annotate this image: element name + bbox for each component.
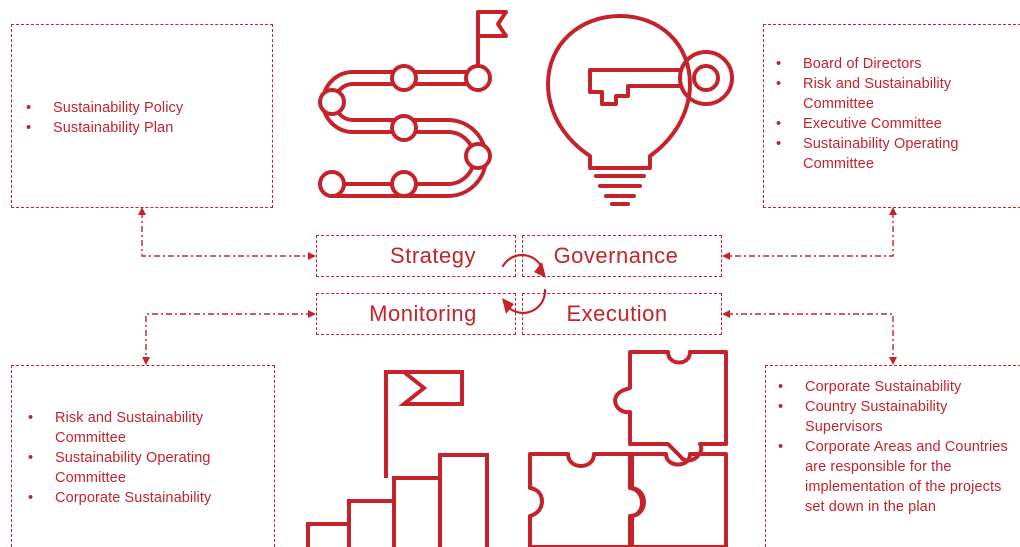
road-path-flag-icon [318,10,508,198]
list-item: Sustainability Operating Committee [22,448,274,488]
list-item: Board of Directors [770,54,1020,74]
strategy-list: Sustainability Policy Sustainability Pla… [20,98,272,138]
list-item: Corporate Sustainability [22,488,274,508]
governance-list: Board of Directors Risk and Sustainabili… [770,54,1020,174]
execution-list: Corporate Sustainability Country Sustain… [772,377,1020,517]
strategy-label: Strategy [316,235,516,277]
lightbulb-key-icon [546,14,734,206]
strategy-details-box: Sustainability Policy Sustainability Pla… [11,24,273,208]
monitoring-details-box: Risk and Sustainability Committee Sustai… [11,365,275,547]
list-item: Executive Committee [770,114,1020,134]
puzzle-pieces-icon [528,350,728,547]
list-item: Country Sustainability Supervisors [772,397,1020,437]
cycle-arrows-icon [501,253,547,315]
steps-flag-icon [306,370,489,547]
list-item: Corporate Sustainability [772,377,1020,397]
execution-details-box: Corporate Sustainability Country Sustain… [765,365,1020,547]
list-item: Risk and Sustainability Committee [22,408,274,448]
list-item: Sustainability Policy [20,98,272,118]
list-item: Risk and Sustainability Committee [770,74,1020,114]
connector-strategy [141,212,312,257]
list-item: Sustainability Plan [20,118,272,138]
execution-label: Execution [522,293,722,335]
connector-governance [727,212,894,257]
list-item: Corporate Areas and Countries are respon… [772,437,1020,517]
monitoring-label: Monitoring [316,293,516,335]
governance-label: Governance [522,235,722,277]
connector-monitoring [145,313,312,360]
connector-execution [727,313,894,360]
governance-details-box: Board of Directors Risk and Sustainabili… [763,24,1020,208]
list-item: Sustainability Operating Committee [770,134,1020,174]
monitoring-list: Risk and Sustainability Committee Sustai… [22,408,274,508]
